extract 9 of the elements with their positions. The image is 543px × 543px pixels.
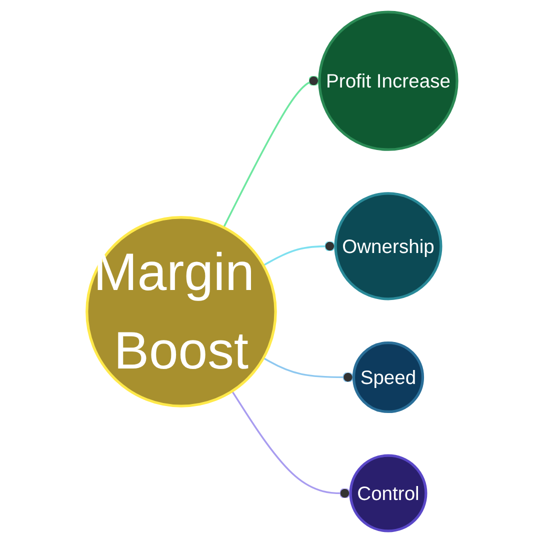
connector: [262, 240, 336, 266]
node-circle: Control: [348, 454, 427, 532]
connector: [222, 76, 319, 228]
node-circle: Margin Boost: [85, 216, 276, 408]
node-circle: Ownership: [334, 192, 442, 300]
node-circle: Profit Increase: [318, 10, 458, 151]
node-circle: Speed: [352, 341, 424, 414]
connector: [230, 390, 350, 499]
connector: [262, 357, 354, 383]
